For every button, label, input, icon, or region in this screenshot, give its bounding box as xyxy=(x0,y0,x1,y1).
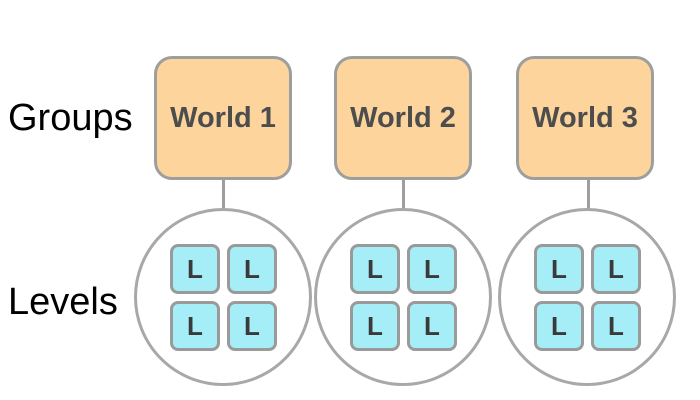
world-1-level-tile: L xyxy=(227,301,277,351)
world-1-level-tile: L xyxy=(170,244,220,294)
levels-row-label: Levels xyxy=(8,281,118,323)
world-3-group-box: World 3 xyxy=(516,56,654,180)
world-1-connector xyxy=(222,180,225,210)
world-1-group-box: World 1 xyxy=(154,56,292,180)
world-1-levels-circle: L L L L xyxy=(134,208,312,386)
world-3-level-tile: L xyxy=(591,301,641,351)
world-3-levels-circle: L L L L xyxy=(498,208,676,386)
world-2-group-box: World 2 xyxy=(334,56,472,180)
world-2-level-tile: L xyxy=(350,244,400,294)
world-3-level-tile: L xyxy=(534,301,584,351)
world-3-connector xyxy=(587,180,590,210)
world-2-level-tile: L xyxy=(350,301,400,351)
world-1-level-tile: L xyxy=(170,301,220,351)
world-2-level-grid: L L L L xyxy=(350,244,457,351)
world-2-level-tile: L xyxy=(407,301,457,351)
world-2-connector xyxy=(402,180,405,210)
world-1-level-grid: L L L L xyxy=(170,244,277,351)
world-3-level-grid: L L L L xyxy=(534,244,641,351)
world-3-level-tile: L xyxy=(591,244,641,294)
groups-row-label: Groups xyxy=(8,97,133,139)
world-2-levels-circle: L L L L xyxy=(314,208,492,386)
world-1-level-tile: L xyxy=(227,244,277,294)
world-3-level-tile: L xyxy=(534,244,584,294)
world-2-level-tile: L xyxy=(407,244,457,294)
